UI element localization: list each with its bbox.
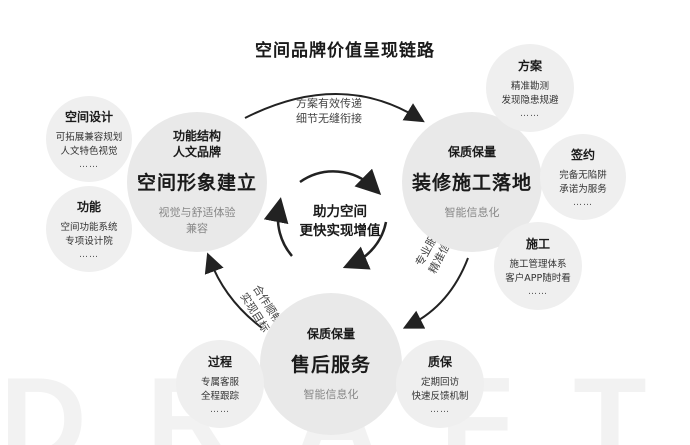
top-arrow-label-line2: 细节无缝衔接 <box>296 112 362 125</box>
item-process-dots: …… <box>210 405 230 415</box>
item-function-head: 功能 <box>76 200 101 214</box>
node-space-image: 功能结构 人文品牌 空间形象建立 视觉与舒适体验 兼容 <box>127 112 267 252</box>
center-goal: 助力空间 更快实现增值 <box>285 172 395 272</box>
item-process-line2: 全程跟踪 <box>200 391 239 402</box>
item-construct-line1: 施工管理体系 <box>509 259 567 270</box>
item-space-design: 空间设计 可拓展兼容规划 人文特色视觉 …… <box>46 96 132 182</box>
item-construct: 施工 施工管理体系 客户APP随时看 …… <box>494 222 582 310</box>
node-space-image-foot1: 视觉与舒适体验 <box>158 205 236 219</box>
item-plan-head: 方案 <box>517 59 542 73</box>
item-construct-dots: …… <box>528 287 548 297</box>
item-sign: 签约 完备无陷阱 承诺为服务 …… <box>540 134 626 220</box>
item-sign-line1: 完备无陷阱 <box>559 170 607 181</box>
item-quality: 质保 定期回访 快速反馈机制 …… <box>396 340 484 428</box>
top-arrow-label: 方案有效传递 细节无缝衔接 <box>296 96 362 126</box>
item-sign-line2: 承诺为服务 <box>559 184 607 195</box>
item-process: 过程 专属客服 全程跟踪 …… <box>176 340 264 428</box>
item-sign-head: 签约 <box>570 148 595 162</box>
item-space-design-head: 空间设计 <box>64 110 113 124</box>
item-process-head: 过程 <box>207 355 232 369</box>
node-after-sales-title: 售后服务 <box>290 353 371 376</box>
center-goal-line2: 更快实现增值 <box>299 223 381 239</box>
item-quality-head: 质保 <box>427 355 452 369</box>
item-process-line1: 专属客服 <box>200 377 239 388</box>
top-arrow-label-line1: 方案有效传递 <box>296 97 362 110</box>
left-arrow <box>204 252 263 329</box>
inner-arrow-left <box>263 197 293 257</box>
item-quality-line1: 定期回访 <box>420 377 459 388</box>
item-function-dots: …… <box>79 250 99 260</box>
item-function-line2: 专项设计院 <box>65 236 113 247</box>
node-construction-sub: 保质保量 <box>447 144 496 159</box>
node-space-image-sub2: 人文品牌 <box>172 144 221 159</box>
node-construction-foot: 智能信息化 <box>444 205 500 219</box>
item-quality-line2: 快速反馈机制 <box>411 391 469 402</box>
item-quality-dots: …… <box>430 405 450 415</box>
item-plan: 方案 精准勘测 发现隐患规避 …… <box>486 44 574 132</box>
page-title: 空间品牌价值呈现链路 <box>255 41 435 61</box>
node-construction-title: 装修施工落地 <box>411 171 532 194</box>
node-space-image-sub1: 功能结构 <box>172 128 221 143</box>
top-arrow <box>244 93 425 123</box>
item-sign-dots: …… <box>573 198 593 208</box>
item-space-design-line1: 可拓展兼容规划 <box>55 132 123 143</box>
node-space-image-title: 空间形象建立 <box>136 171 257 194</box>
node-after-sales: 保质保量 售后服务 智能信息化 <box>260 293 402 435</box>
item-space-design-dots: …… <box>79 160 99 170</box>
center-goal-line1: 助力空间 <box>313 204 367 220</box>
item-function: 功能 空间功能系统 专项设计院 …… <box>46 186 132 272</box>
item-construct-line2: 客户APP随时看 <box>505 273 571 284</box>
item-construct-head: 施工 <box>525 237 550 251</box>
item-plan-line2: 发现隐患规避 <box>501 95 559 106</box>
inner-arrow-top <box>299 168 382 195</box>
item-function-line1: 空间功能系统 <box>60 222 118 233</box>
node-space-image-foot2: 兼容 <box>186 221 208 235</box>
node-after-sales-sub: 保质保量 <box>306 326 355 341</box>
right-arrow <box>402 257 469 329</box>
item-plan-dots: …… <box>520 109 540 119</box>
node-after-sales-foot: 智能信息化 <box>303 387 359 401</box>
inner-arrow-right <box>342 221 388 270</box>
item-plan-line1: 精准勘测 <box>510 81 549 92</box>
item-space-design-line2: 人文特色视觉 <box>60 146 118 157</box>
